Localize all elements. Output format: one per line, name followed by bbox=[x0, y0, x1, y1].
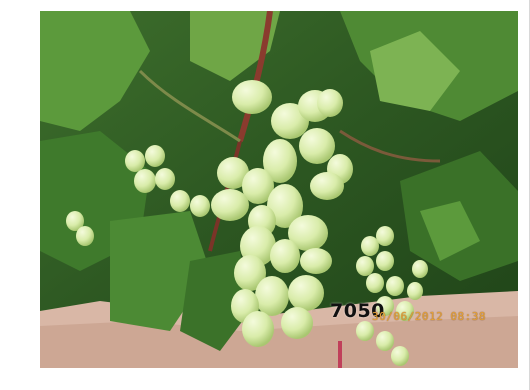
grape-cluster-right bbox=[356, 226, 428, 366]
grape-cluster-small-left bbox=[66, 145, 210, 246]
photo-timestamp: 30/06/2012 08:38 bbox=[372, 310, 486, 323]
grape-cluster-main bbox=[211, 80, 353, 347]
leaf-bottom-center bbox=[180, 251, 250, 351]
vine-tendril bbox=[138, 69, 241, 143]
leaf-top-left bbox=[40, 11, 150, 131]
leaf-sunlit bbox=[370, 31, 460, 111]
leaf-right-highlight bbox=[420, 201, 480, 261]
leaf-top-center bbox=[190, 11, 280, 81]
vine-branch-right bbox=[339, 129, 441, 163]
vine-stem-main bbox=[237, 11, 273, 142]
grape-vine-photo bbox=[40, 11, 518, 368]
grape-scene bbox=[40, 11, 518, 368]
photo-number-label: 7050 bbox=[330, 300, 385, 322]
